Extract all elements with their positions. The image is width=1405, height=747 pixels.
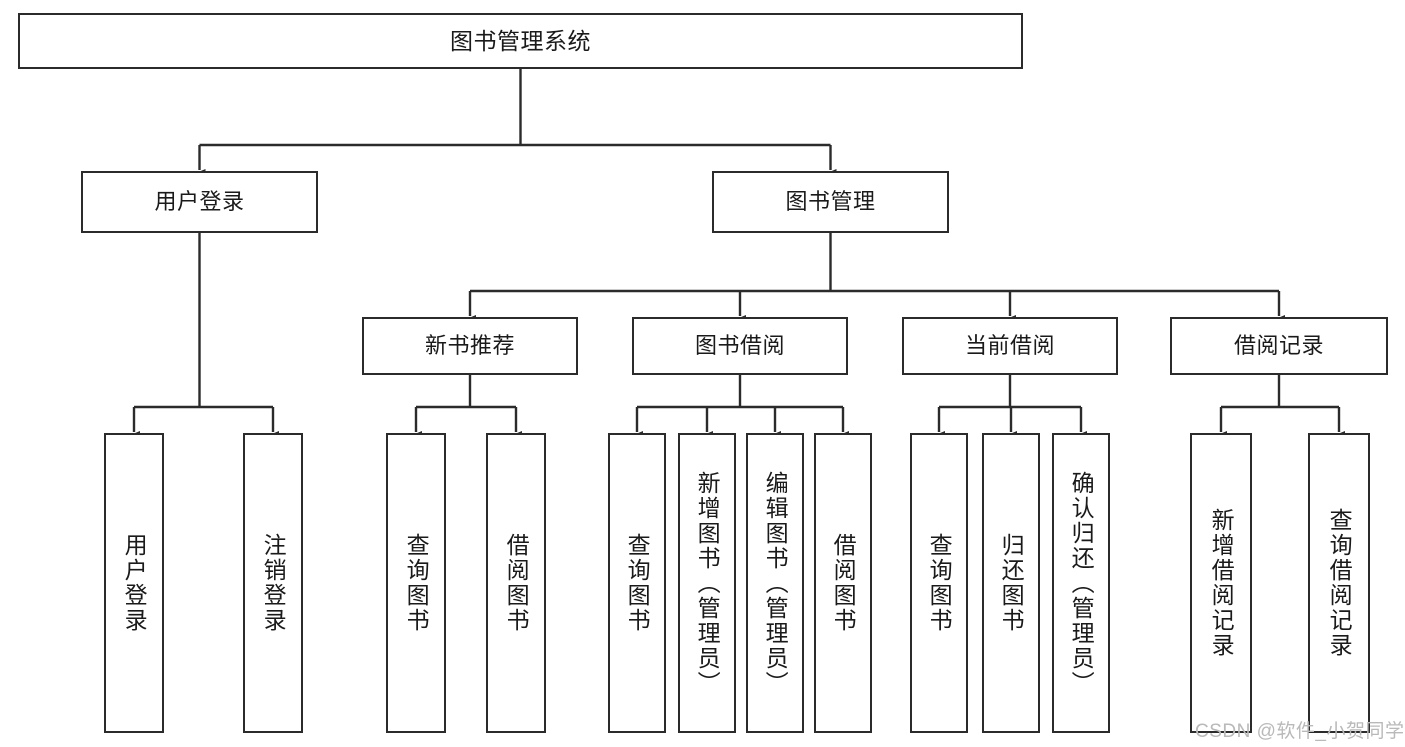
node-label: 查询借阅记录 bbox=[1326, 508, 1353, 658]
node-l4-7[interactable]: 借阅图书 bbox=[814, 433, 872, 733]
node-l4-1[interactable]: 注销登录 bbox=[243, 433, 303, 733]
node-label: 查询图书 bbox=[926, 533, 953, 633]
node-label: 借阅图书 bbox=[830, 533, 857, 633]
node-l4-9[interactable]: 归还图书 bbox=[982, 433, 1040, 733]
node-label: 图书借阅 bbox=[694, 333, 785, 359]
node-l3-0[interactable]: 新书推荐 bbox=[362, 317, 578, 375]
node-label: 图书管理系统 bbox=[450, 27, 591, 54]
node-label: 查询图书 bbox=[624, 533, 651, 633]
node-root[interactable]: 图书管理系统 bbox=[18, 13, 1023, 69]
node-l4-12[interactable]: 查询借阅记录 bbox=[1308, 433, 1370, 733]
node-label: 用户登录 bbox=[154, 189, 245, 215]
node-l4-3[interactable]: 借阅图书 bbox=[486, 433, 546, 733]
node-label: 新增图书（管理员） bbox=[694, 470, 721, 696]
node-l3-3[interactable]: 借阅记录 bbox=[1170, 317, 1388, 375]
node-label: 归还图书 bbox=[998, 533, 1025, 633]
node-l4-0[interactable]: 用户登录 bbox=[104, 433, 164, 733]
node-l4-8[interactable]: 查询图书 bbox=[910, 433, 968, 733]
node-label: 编辑图书（管理员） bbox=[762, 470, 789, 696]
node-label: 借阅图书 bbox=[503, 533, 530, 633]
node-l3-2[interactable]: 当前借阅 bbox=[902, 317, 1118, 375]
node-l3-1[interactable]: 图书借阅 bbox=[632, 317, 848, 375]
node-label: 新增借阅记录 bbox=[1208, 508, 1235, 658]
node-l4-6[interactable]: 编辑图书（管理员） bbox=[746, 433, 804, 733]
node-l4-10[interactable]: 确认归还（管理员） bbox=[1052, 433, 1110, 733]
node-label: 查询图书 bbox=[403, 533, 430, 633]
node-l2-1[interactable]: 图书管理 bbox=[712, 171, 949, 233]
node-label: 用户登录 bbox=[121, 533, 148, 633]
node-label: 当前借阅 bbox=[964, 333, 1055, 359]
node-l4-4[interactable]: 查询图书 bbox=[608, 433, 666, 733]
csdn-watermark: CSDN @软件_小贺同学 bbox=[1195, 721, 1405, 742]
node-l2-0[interactable]: 用户登录 bbox=[81, 171, 318, 233]
node-l4-11[interactable]: 新增借阅记录 bbox=[1190, 433, 1252, 733]
node-l4-5[interactable]: 新增图书（管理员） bbox=[678, 433, 736, 733]
node-label: 确认归还（管理员） bbox=[1068, 470, 1095, 696]
node-label: 图书管理 bbox=[785, 189, 876, 215]
node-label: 注销登录 bbox=[260, 533, 287, 633]
node-label: 借阅记录 bbox=[1233, 333, 1324, 359]
node-label: 新书推荐 bbox=[424, 333, 515, 359]
node-l4-2[interactable]: 查询图书 bbox=[386, 433, 446, 733]
